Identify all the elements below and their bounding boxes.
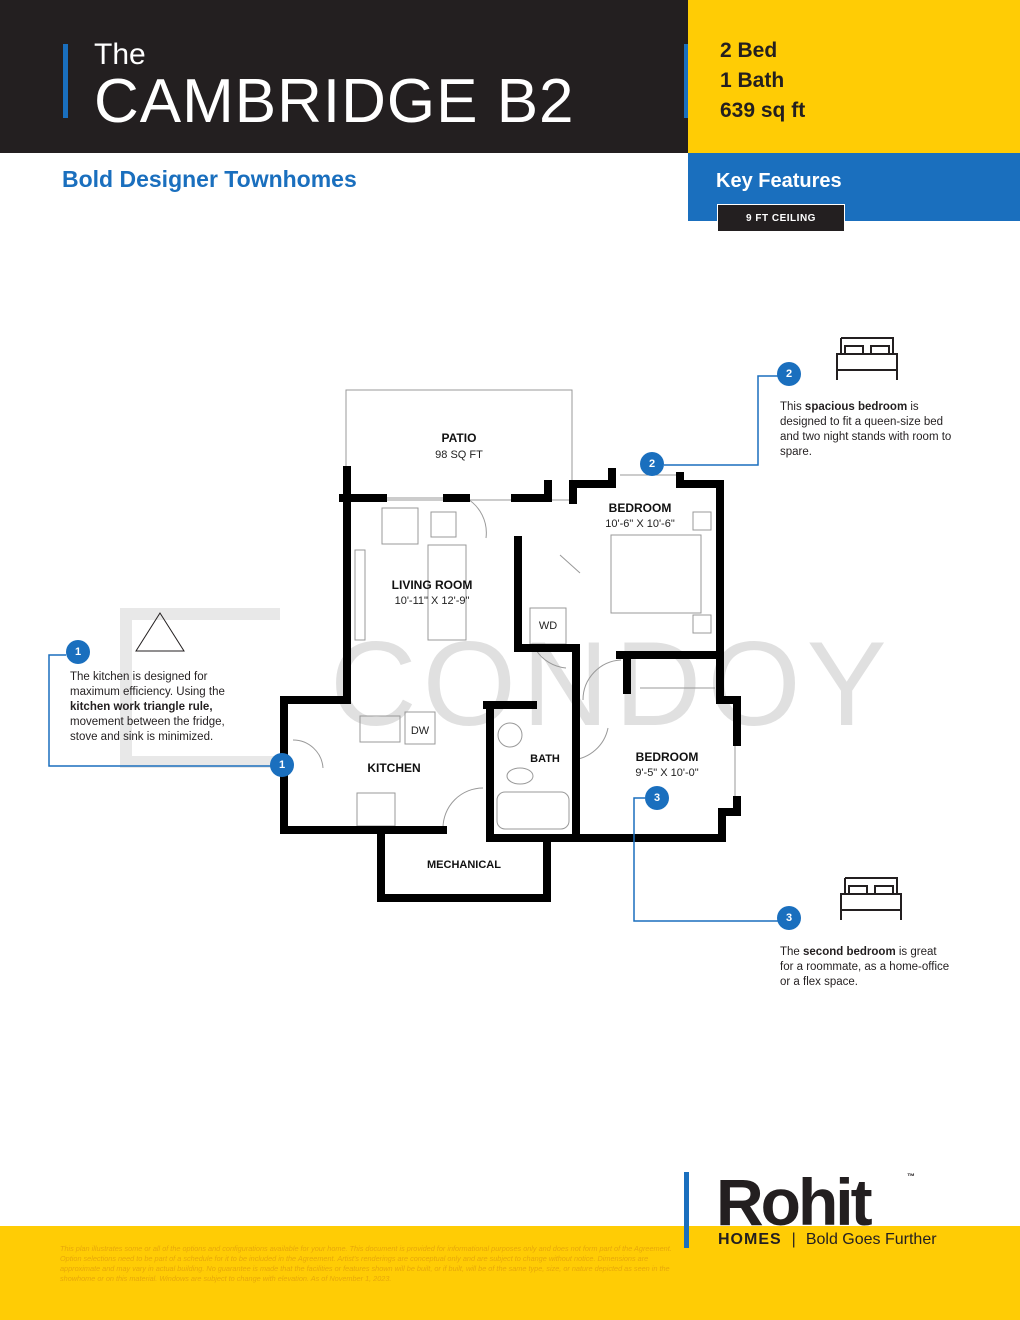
footer [0, 1226, 1020, 1320]
feature-badge: 9 FT CEILING [717, 204, 845, 232]
bed-icon [836, 337, 898, 380]
callout-bold: second bedroom [803, 946, 896, 958]
key-features-heading: Key Features [716, 170, 842, 192]
baths-count: 1 Bath [720, 69, 785, 92]
room-label-patio: PATIO [441, 431, 477, 445]
page-title: CAMBRIDGE B2 [94, 67, 575, 136]
callout-text: is designed to fit a queen-size bed and … [780, 401, 952, 458]
room-dims-bedroom-2: 9'-5" X 10'-0" [635, 767, 699, 779]
trademark: ™ [907, 1172, 915, 1181]
callout-bold: kitchen work triangle rule, [70, 701, 213, 713]
room-label-bedroom-1: BEDROOM [608, 501, 672, 515]
title-prefix: The [94, 38, 146, 71]
washer-dryer-label: WD [538, 620, 558, 632]
watermark-logo [120, 608, 280, 768]
brand-tagline: HOMES|Bold Goes Further [718, 1231, 937, 1248]
accent-bar [684, 1172, 689, 1248]
callout-badge-3[interactable]: 3 [777, 906, 801, 930]
callout-bold: spacious bedroom [804, 401, 908, 413]
header-banner [0, 0, 688, 153]
brand-homes: HOMES [718, 1231, 782, 1248]
specs-panel [688, 0, 1020, 153]
callout-badge-1-plan[interactable]: 1 [270, 753, 294, 777]
callout-text: This [780, 401, 805, 413]
callout-badge-2-plan[interactable]: 2 [640, 452, 664, 476]
callout-text-1: The kitchen is designed for maximum effi… [70, 670, 252, 745]
disclaimer: This plan illustrates some or all of the… [60, 1244, 672, 1283]
callout-badge-3-plan[interactable]: 3 [645, 786, 669, 810]
subtitle: Bold Designer Townhomes [62, 166, 357, 192]
room-label-bath: BATH [530, 753, 560, 765]
callout-text-3: The second bedroom is great for a roomma… [780, 945, 950, 990]
callout-text: The kitchen is designed for maximum effi… [70, 671, 225, 698]
room-dims-living: 10'-11" X 12'-9" [394, 595, 470, 607]
room-dims-bedroom-1: 10'-6" X 10'-6" [605, 518, 675, 530]
callout-text: is great for a roommate, as a home-offic… [780, 946, 950, 988]
tagline: Bold Goes Further [805, 1231, 937, 1248]
accent-bar [684, 44, 688, 118]
accent-bar [63, 44, 68, 118]
brand-logo: Rohit [716, 1165, 873, 1239]
room-label-mechanical: MECHANICAL [427, 859, 501, 871]
room-label-kitchen: KITCHEN [367, 761, 421, 775]
callout-text: movement between the fridge, stove and s… [70, 716, 225, 743]
callout-badge-1[interactable]: 1 [66, 640, 90, 664]
callout-text-2: This spacious bedroom is designed to fit… [780, 400, 962, 460]
bed-icon [840, 877, 902, 920]
room-label-living: LIVING ROOM [391, 578, 473, 592]
room-dims-patio: 98 SQ FT [435, 449, 483, 461]
room-label-bedroom-2: BEDROOM [635, 750, 699, 764]
callout-text: The [780, 946, 804, 958]
area: 639 sq ft [720, 99, 806, 122]
beds-count: 2 Bed [720, 39, 778, 62]
dishwasher-label: DW [410, 725, 430, 737]
callout-badge-2[interactable]: 2 [777, 362, 801, 386]
